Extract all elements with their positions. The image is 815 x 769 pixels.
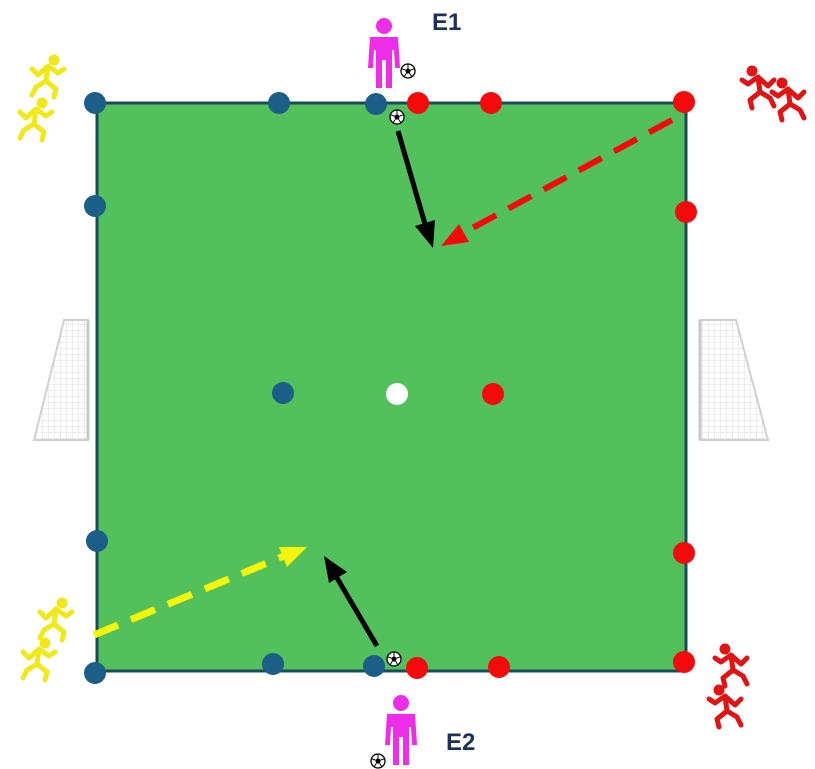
red-marker — [407, 92, 429, 114]
left-goal-icon — [32, 319, 90, 441]
pass-arrow-top — [395, 130, 435, 248]
running-player-icon — [742, 66, 774, 108]
soccer-ball-icon — [400, 63, 416, 79]
coach-label-top: E1 — [432, 9, 461, 36]
blue-marker — [86, 530, 108, 552]
blue-marker — [84, 92, 106, 114]
center-ball-marker — [386, 383, 408, 405]
markers — [84, 91, 697, 684]
coach-icon-top — [368, 18, 400, 88]
coach-label-bottom: E2 — [446, 729, 475, 756]
red-marker — [480, 92, 502, 114]
blue-marker — [268, 92, 290, 114]
blue-marker — [84, 195, 106, 217]
red-marker — [488, 656, 510, 678]
blue-marker — [365, 93, 387, 115]
blue-marker — [84, 662, 106, 684]
red-marker — [406, 657, 428, 679]
soccer-ball-icon — [389, 109, 405, 125]
pass-arrow-bottom — [324, 556, 380, 648]
blue-marker — [363, 655, 385, 677]
red-marker — [482, 383, 504, 405]
soccer-ball-icon — [386, 651, 402, 667]
blue-marker — [272, 382, 294, 404]
coach-icon-bottom — [385, 695, 417, 765]
blue-marker — [262, 653, 284, 675]
running-player-icon — [40, 598, 72, 640]
running-player-icon — [23, 638, 55, 680]
running-player-icon — [32, 55, 64, 97]
run-arrow-yellow — [92, 547, 307, 639]
right-goal-icon — [698, 319, 770, 441]
running-player-icon — [715, 644, 747, 686]
red-marker — [673, 542, 695, 564]
red-marker — [673, 651, 695, 673]
running-player-icon — [20, 98, 52, 140]
soccer-ball-icon — [370, 753, 386, 769]
red-marker — [673, 91, 695, 113]
run-arrow-red — [441, 117, 674, 246]
running-player-icon — [772, 78, 804, 120]
red-marker — [675, 201, 697, 223]
running-player-icon — [709, 685, 741, 727]
